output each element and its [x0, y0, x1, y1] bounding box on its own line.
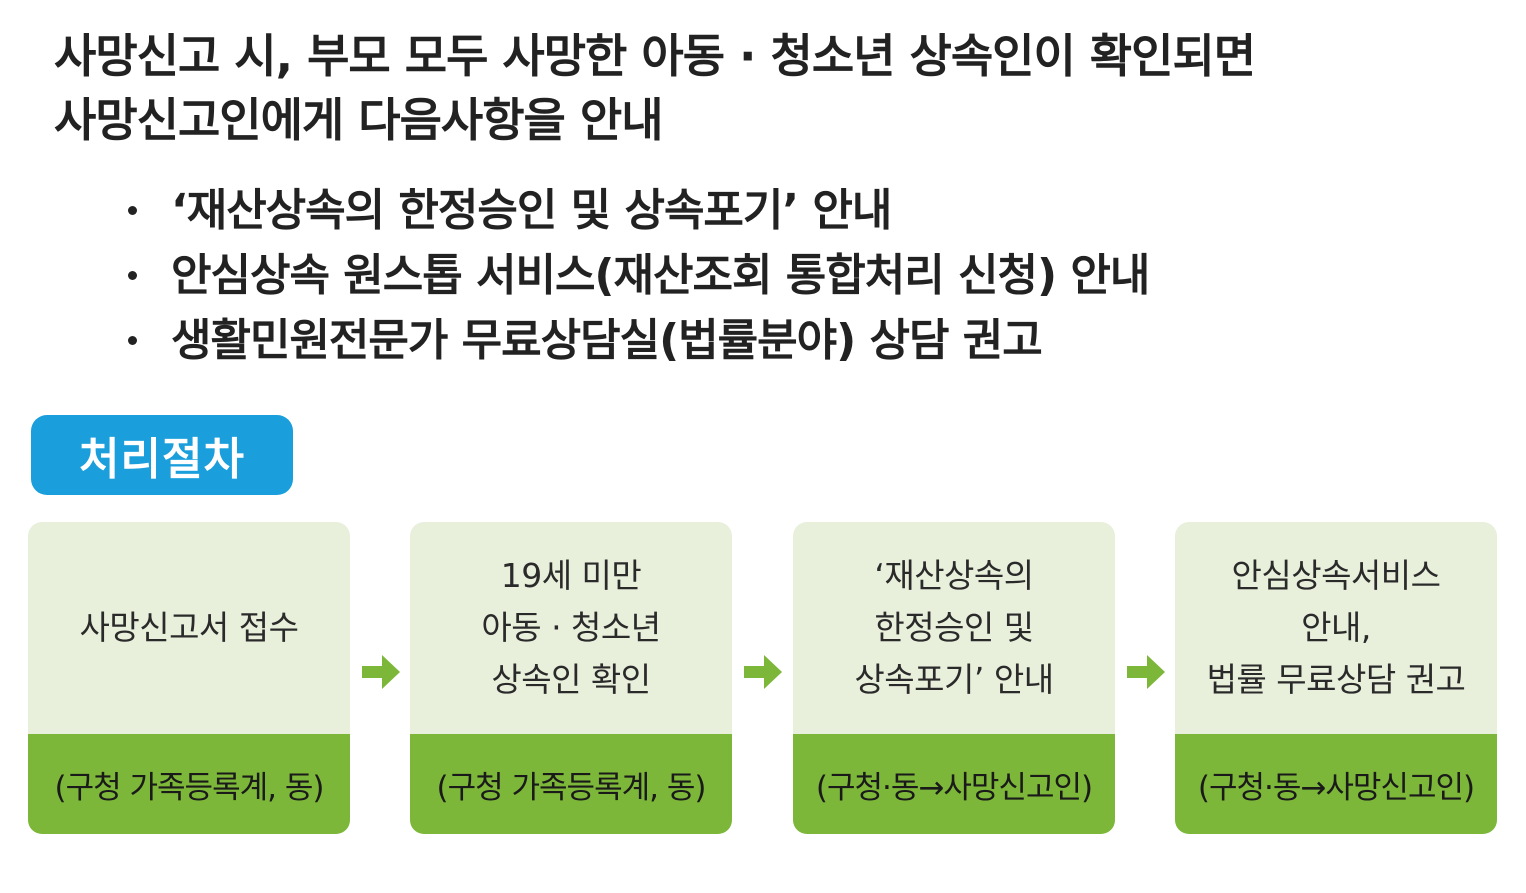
flow-step-2: 19세 미만 아동 · 청소년 상속인 확인 (구청 가족등록계, 동)	[410, 522, 732, 834]
arrow-right-icon	[744, 655, 782, 689]
flow-step-4: 안심상속서비스 안내, 법률 무료상담 권고 (구청·동→사망신고인)	[1175, 522, 1497, 834]
bullet-icon	[128, 206, 137, 215]
guidance-item-text: 안심상속 원스톱 서비스(재산조회 통합처리 신청) 안내	[171, 250, 1150, 301]
procedure-badge: 처리절차	[31, 415, 293, 495]
guidance-item-text: 생활민원전문가 무료상담실(법률분야) 상담 권고	[171, 315, 1043, 366]
step-department-panel: (구청·동→사망신고인)	[1175, 734, 1497, 834]
flow-step-3: ‘재산상속의 한정승인 및 상속포기’ 안내 (구청·동→사망신고인)	[793, 522, 1115, 834]
step-description: 사망신고서 접수	[79, 608, 299, 647]
step-description-panel: 19세 미만 아동 · 청소년 상속인 확인	[410, 522, 732, 734]
intro-line-1: 사망신고 시, 부모 모두 사망한 아동 · 청소년 상속인이 확인되면	[54, 29, 1256, 83]
guidance-item: 안심상속 원스톱 서비스(재산조회 통합처리 신청) 안내	[128, 243, 1150, 308]
step-description-panel: 안심상속서비스 안내, 법률 무료상담 권고	[1175, 522, 1497, 734]
step-department-panel: (구청 가족등록계, 동)	[28, 734, 350, 834]
step-department: (구청·동→사망신고인)	[815, 769, 1093, 806]
guidance-item: ‘재산상속의 한정승인 및 상속포기’ 안내	[128, 178, 1149, 243]
bullet-icon	[128, 271, 137, 280]
step-department: (구청 가족등록계, 동)	[54, 769, 325, 806]
procedure-flow: 사망신고서 접수 (구청 가족등록계, 동) 19세 미만 아동 · 청소년 상…	[0, 522, 1526, 837]
guidance-item-text: ‘재산상속의 한정승인 및 상속포기’ 안내	[171, 185, 892, 236]
step-department: (구청·동→사망신고인)	[1197, 769, 1475, 806]
step-department: (구청 가족등록계, 동)	[436, 769, 707, 806]
intro-line-2: 사망신고인에게 다음사항을 안내	[54, 93, 664, 147]
arrow-right-icon	[362, 655, 400, 689]
step-description-panel: ‘재산상속의 한정승인 및 상속포기’ 안내	[793, 522, 1115, 734]
step-description: ‘재산상속의 한정승인 및 상속포기’ 안내	[854, 556, 1054, 699]
intro-text: 사망신고 시, 부모 모두 사망한 아동 · 청소년 상속인이 확인되면 사망신…	[54, 24, 1256, 152]
step-department-panel: (구청·동→사망신고인)	[793, 734, 1115, 834]
step-department-panel: (구청 가족등록계, 동)	[410, 734, 732, 834]
arrow-right-icon	[1127, 655, 1165, 689]
bullet-icon	[128, 336, 137, 345]
step-description-panel: 사망신고서 접수	[28, 522, 350, 734]
guidance-list: ‘재산상속의 한정승인 및 상속포기’ 안내 안심상속 원스톱 서비스(재산조회…	[128, 178, 1150, 373]
flow-step-1: 사망신고서 접수 (구청 가족등록계, 동)	[28, 522, 350, 834]
step-description: 19세 미만 아동 · 청소년 상속인 확인	[481, 556, 661, 699]
guidance-item: 생활민원전문가 무료상담실(법률분야) 상담 권고	[128, 308, 1149, 373]
step-description: 안심상속서비스 안내, 법률 무료상담 권고	[1206, 556, 1466, 699]
